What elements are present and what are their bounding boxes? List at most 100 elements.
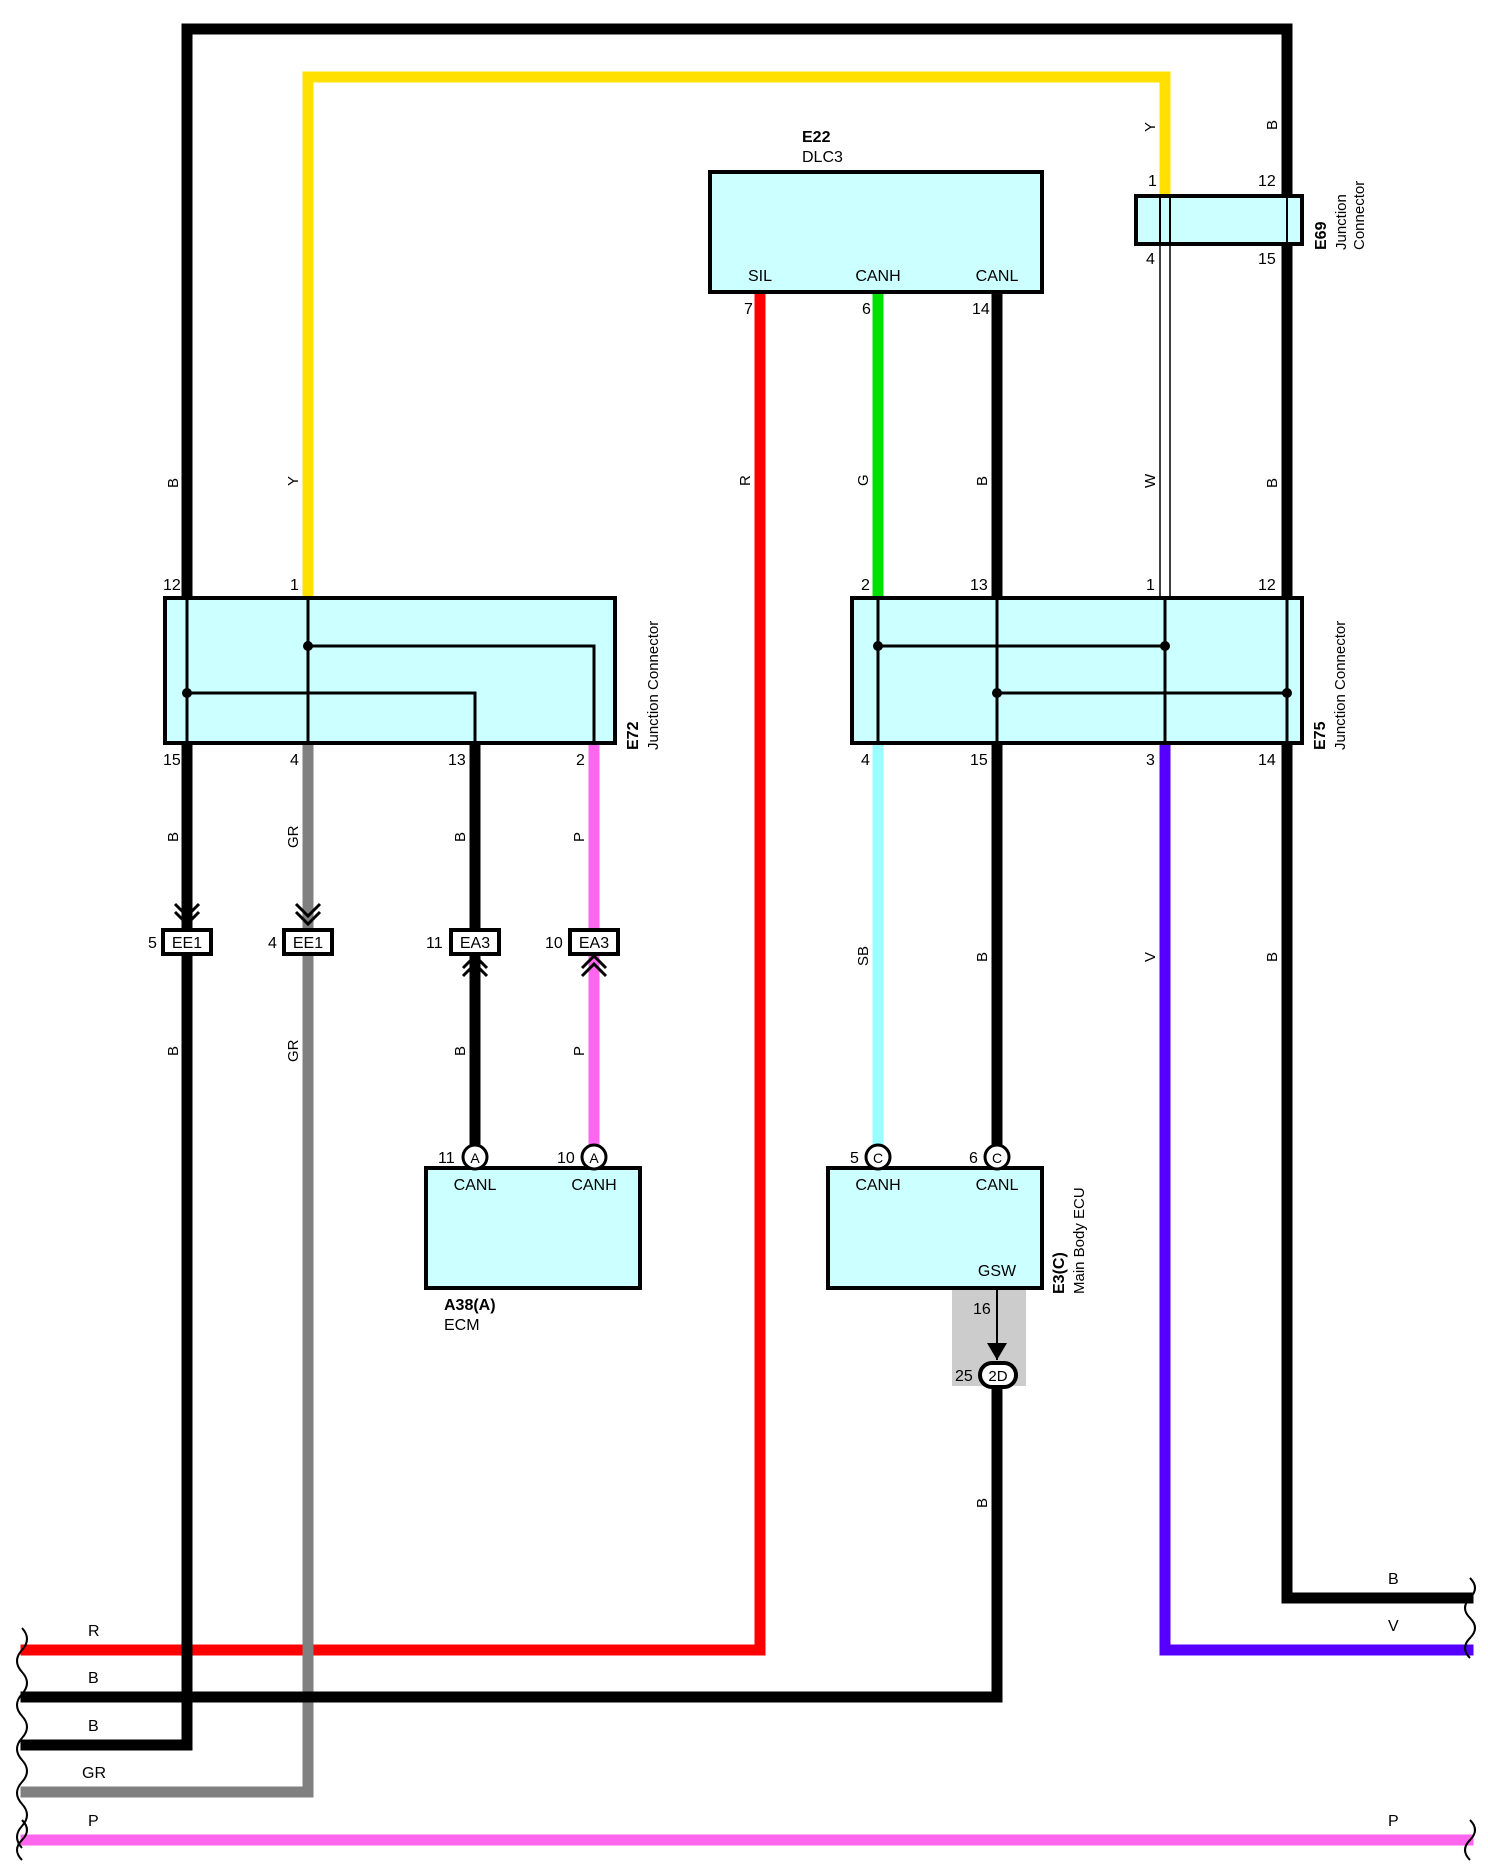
a38-pin-canh: CANH xyxy=(571,1177,616,1194)
wl-p-ea3-10: P xyxy=(571,1046,588,1056)
pin-e72-12: 12 xyxy=(163,577,181,594)
pin-a38-10: 10 xyxy=(557,1150,575,1167)
pin-e3-16: 16 xyxy=(973,1301,991,1318)
e72-code: E72 xyxy=(625,721,642,750)
wl-b-canl: B xyxy=(974,476,991,486)
e75-node-c xyxy=(992,688,1002,698)
pin-j2d-25: 25 xyxy=(955,1368,973,1385)
e22-name: DLC3 xyxy=(802,149,843,166)
pin-e22-7: 7 xyxy=(744,301,753,318)
e75-junction-box xyxy=(850,596,1304,745)
wl-r-sil: R xyxy=(737,475,754,486)
a38-ecm-box xyxy=(424,1166,642,1290)
pin-e69-1: 1 xyxy=(1148,173,1157,190)
wire-r-sil xyxy=(20,286,766,1656)
wl-y-left-top: Y xyxy=(285,476,302,486)
e72-junction-box xyxy=(163,596,617,745)
wl-b-ea3-11: B xyxy=(452,1046,469,1056)
wl-y-right-top: Y xyxy=(1142,122,1159,132)
e3-pin5-marker-text: C xyxy=(873,1150,883,1166)
wire-b-e72-15 xyxy=(20,737,193,1751)
a38-pin-canl: CANL xyxy=(454,1177,497,1194)
pin-e75-15: 15 xyxy=(970,752,988,769)
e72-node-b xyxy=(182,688,192,698)
j2d-oval xyxy=(978,1361,1018,1389)
e69-name-line1: Junction xyxy=(1333,194,1350,250)
e22-pin-sil: SIL xyxy=(748,268,772,285)
pin-e3-5: 5 xyxy=(850,1150,859,1167)
wl-b-ee1-5: B xyxy=(165,1046,182,1056)
bus-v-right: V xyxy=(1388,1618,1399,1635)
e75-code: E75 xyxy=(1312,721,1329,750)
e72-name: Junction Connector xyxy=(645,621,662,750)
e72-node-a xyxy=(303,641,313,651)
pin-e75-12: 12 xyxy=(1258,577,1276,594)
wl-b-left-top: B xyxy=(165,478,182,488)
wire-y-top xyxy=(302,71,1171,604)
ea3-10-label: EA3 xyxy=(579,935,609,952)
ee1-4-label: EE1 xyxy=(293,935,323,952)
e3-name: Main Body ECU xyxy=(1071,1187,1088,1294)
e3-main-body-ecu-box xyxy=(826,1166,1044,1290)
pin-ea3-10: 10 xyxy=(545,935,563,952)
wl-b-right-top: B xyxy=(1264,120,1281,130)
wl-b-ground: B xyxy=(974,1498,991,1508)
wl-v: V xyxy=(1142,952,1159,962)
ea3-10-box xyxy=(568,928,620,956)
e22-pin-canh: CANH xyxy=(855,268,900,285)
e69-junction-box xyxy=(1134,194,1304,246)
wl-b-e75-14: B xyxy=(1264,952,1281,962)
wl-g-canh: G xyxy=(855,474,872,486)
a38-pin11-marker-text: A xyxy=(470,1150,480,1166)
ee1-5-chevron xyxy=(173,902,201,927)
pin-e22-6: 6 xyxy=(862,301,871,318)
e75-node-a xyxy=(873,641,883,651)
e3-pin5-marker xyxy=(864,1143,892,1171)
pin-ee1-4: 4 xyxy=(268,935,277,952)
e22-code: E22 xyxy=(802,129,831,146)
break-left-low xyxy=(16,1819,28,1861)
pin-e3-6: 6 xyxy=(969,1150,978,1167)
pin-e75-2: 2 xyxy=(861,577,870,594)
pin-e72-15: 15 xyxy=(163,752,181,769)
a38-pin11-marker xyxy=(461,1143,489,1171)
e75-internal xyxy=(876,598,1289,743)
ea3-11-label: EA3 xyxy=(460,935,490,952)
e3-pin-gsw: GSW xyxy=(978,1263,1017,1280)
e22-pin-canl: CANL xyxy=(976,268,1019,285)
wl-b-e72-13: B xyxy=(452,832,469,842)
pin-e75-14: 14 xyxy=(1258,752,1276,769)
wire-b-ground xyxy=(20,1378,1003,1703)
pin-e75-1: 1 xyxy=(1146,577,1155,594)
e3-code: E3(C) xyxy=(1051,1252,1068,1294)
e75-node-b xyxy=(1160,641,1170,651)
a38-code: A38(A) xyxy=(444,1297,496,1314)
wire-b-e75-14 xyxy=(1281,737,1474,1604)
bus-p-left: P xyxy=(88,1813,99,1830)
bus-b2: B xyxy=(88,1718,99,1735)
ee1-4-box xyxy=(282,928,334,956)
e3-pin-canh: CANH xyxy=(855,1177,900,1194)
pin-e72-4: 4 xyxy=(290,752,299,769)
e3-pin6-marker xyxy=(983,1143,1011,1171)
a38-pin10-marker xyxy=(580,1143,608,1171)
pin-e22-14: 14 xyxy=(972,301,990,318)
wire-v-e75-3 xyxy=(1159,737,1474,1656)
pin-e72-13: 13 xyxy=(448,752,466,769)
e3-pin6-marker-text: C xyxy=(992,1150,1002,1166)
pin-a38-11: 11 xyxy=(438,1150,455,1167)
pin-e75-4: 4 xyxy=(861,752,870,769)
wire-gr-e72-4 xyxy=(20,737,314,1798)
pin-e72-2: 2 xyxy=(576,752,585,769)
e69-code: E69 xyxy=(1313,221,1330,250)
ee1-5-label: EE1 xyxy=(172,935,202,952)
bus-b1: B xyxy=(88,1670,99,1687)
wl-b-e72-15: B xyxy=(165,832,182,842)
e72-internal xyxy=(185,598,596,743)
wl-gr-e72-4: GR xyxy=(285,825,302,848)
wl-sb: SB xyxy=(855,946,872,966)
wl-p-e72-2: P xyxy=(571,832,588,842)
ea3-11-box xyxy=(449,928,501,956)
pin-ea3-11: 11 xyxy=(426,935,443,952)
